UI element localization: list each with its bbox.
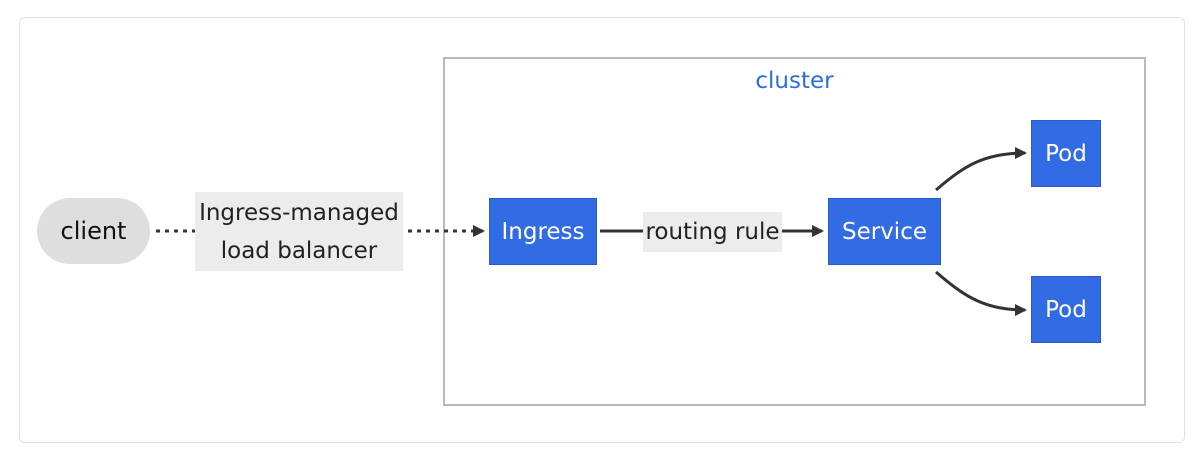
edge-service-pod-top [935,147,1027,192]
cluster-label: cluster [755,68,834,94]
edge-label-routing-rule: routing rule [643,212,782,252]
node-pod-bottom: Pod [1031,276,1101,343]
edge-label-line1: Ingress-managed [199,199,399,226]
node-pod-top: Pod [1031,120,1101,187]
edge-label-line2: load balancer [220,237,378,264]
node-service: Service [828,198,941,265]
edge-label-load-balancer: Ingress-managed load balancer [195,192,403,271]
node-client: client [37,198,150,264]
node-ingress: Ingress [489,198,597,265]
edge-service-pod-bottom [935,270,1027,316]
